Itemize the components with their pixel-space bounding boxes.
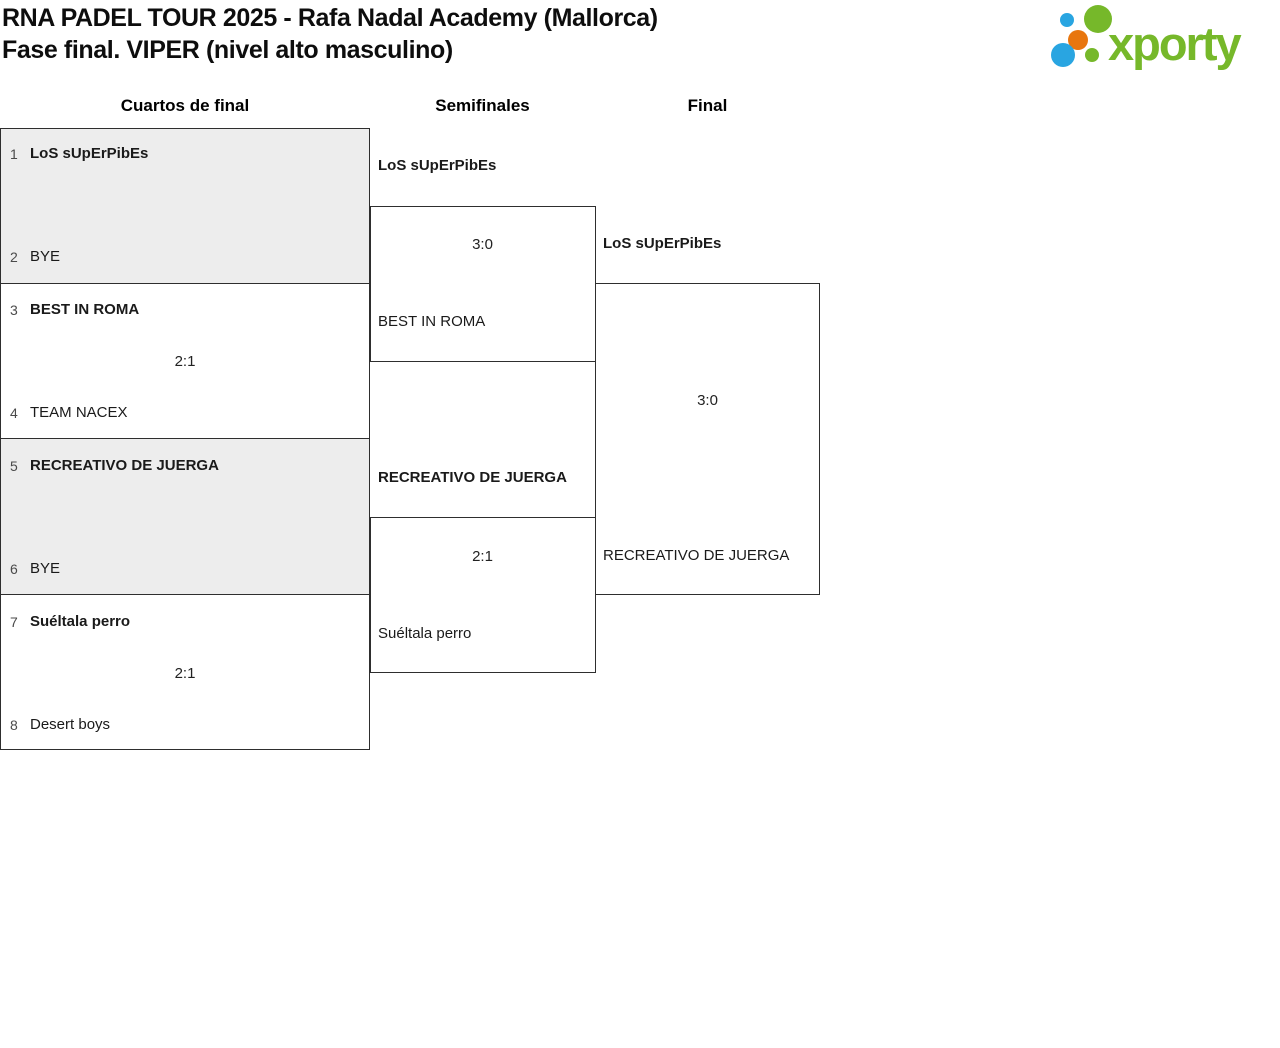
qf3-seed-bottom: 6 (10, 561, 18, 577)
qf-match-4-box (0, 594, 370, 750)
qf2-team-bottom: 4 TEAM NACEX (10, 403, 128, 423)
qf3-team-top: 5 RECREATIVO DE JUERGA (10, 456, 219, 476)
sf-match-1-box (370, 206, 596, 362)
round-header-quarterfinals: Cuartos de final (120, 96, 250, 115)
sf1-score: 3:0 (472, 236, 493, 253)
team-name: LoS sUpErPibEs (30, 145, 149, 162)
team-name: LoS sUpErPibEs (378, 157, 497, 174)
qf3-team-bottom: 6 BYE (10, 559, 60, 579)
team-name: TEAM NACEX (30, 404, 128, 421)
logo-wordmark: xporty (1108, 17, 1242, 70)
qf4-team-top: 7 Suéltala perro (10, 612, 130, 632)
qf4-team-bottom: 8 Desert boys (10, 715, 110, 735)
qf-match-3-box (0, 438, 370, 595)
team-name: Suéltala perro (30, 613, 131, 630)
logo-dot-green-small (1085, 48, 1099, 62)
tournament-title: RNA PADEL TOUR 2025 - Rafa Nadal Academy… (2, 2, 658, 66)
sf1-team-bottom: BEST IN ROMA (378, 312, 485, 332)
round-header-semifinals: Semifinales (435, 96, 530, 115)
qf2-score: 2:1 (174, 353, 196, 370)
qf4-score: 2:1 (174, 665, 196, 682)
team-name: Desert boys (30, 716, 111, 733)
qf2-seed-top: 3 (10, 302, 18, 318)
team-name: RECREATIVO DE JUERGA (603, 547, 790, 564)
team-name: BYE (30, 248, 61, 265)
logo-dot-blue-small (1060, 13, 1074, 27)
team-name: BEST IN ROMA (30, 301, 140, 318)
qf3-seed-top: 5 (10, 458, 18, 474)
sf1-team-top: LoS sUpErPibEs (378, 156, 496, 176)
tournament-title-line2: Fase final. VIPER (nivel alto masculino) (2, 36, 453, 64)
team-name: BEST IN ROMA (378, 313, 486, 330)
qf-match-2-box (0, 283, 370, 439)
logo-dot-green-large (1084, 5, 1112, 33)
sf-match-2-box (370, 517, 596, 673)
sf2-team-top: RECREATIVO DE JUERGA (378, 468, 567, 488)
qf4-seed-bottom: 8 (10, 717, 18, 733)
qf4-seed-top: 7 (10, 614, 18, 630)
sf2-score: 2:1 (472, 548, 493, 565)
qf1-team-top: 1 LoS sUpErPibEs (10, 144, 148, 164)
logo-dot-orange (1068, 30, 1088, 50)
qf1-team-bottom: 2 BYE (10, 247, 60, 267)
qf2-team-top: 3 BEST IN ROMA (10, 300, 139, 320)
logo-dot-blue-large (1051, 43, 1075, 67)
final-team-bottom: RECREATIVO DE JUERGA (603, 546, 789, 566)
qf1-seed-bottom: 2 (10, 249, 18, 265)
qf-match-1-box (0, 128, 370, 284)
final-team-top: LoS sUpErPibEs (603, 234, 721, 254)
team-name: RECREATIVO DE JUERGA (30, 457, 219, 474)
team-name: BYE (30, 560, 61, 577)
tournament-title-line1: RNA PADEL TOUR 2025 - Rafa Nadal Academy… (2, 4, 658, 32)
sf2-team-bottom: Suéltala perro (378, 624, 471, 644)
team-name: LoS sUpErPibEs (603, 235, 722, 252)
final-score: 3:0 (697, 392, 718, 409)
round-header-final: Final (687, 96, 728, 115)
team-name: Suéltala perro (378, 625, 472, 642)
xporty-logo: xporty (1051, 5, 1244, 70)
team-name: RECREATIVO DE JUERGA (378, 469, 567, 486)
qf2-seed-bottom: 4 (10, 405, 18, 421)
qf1-seed-top: 1 (10, 146, 18, 162)
final-match-box (595, 283, 820, 595)
